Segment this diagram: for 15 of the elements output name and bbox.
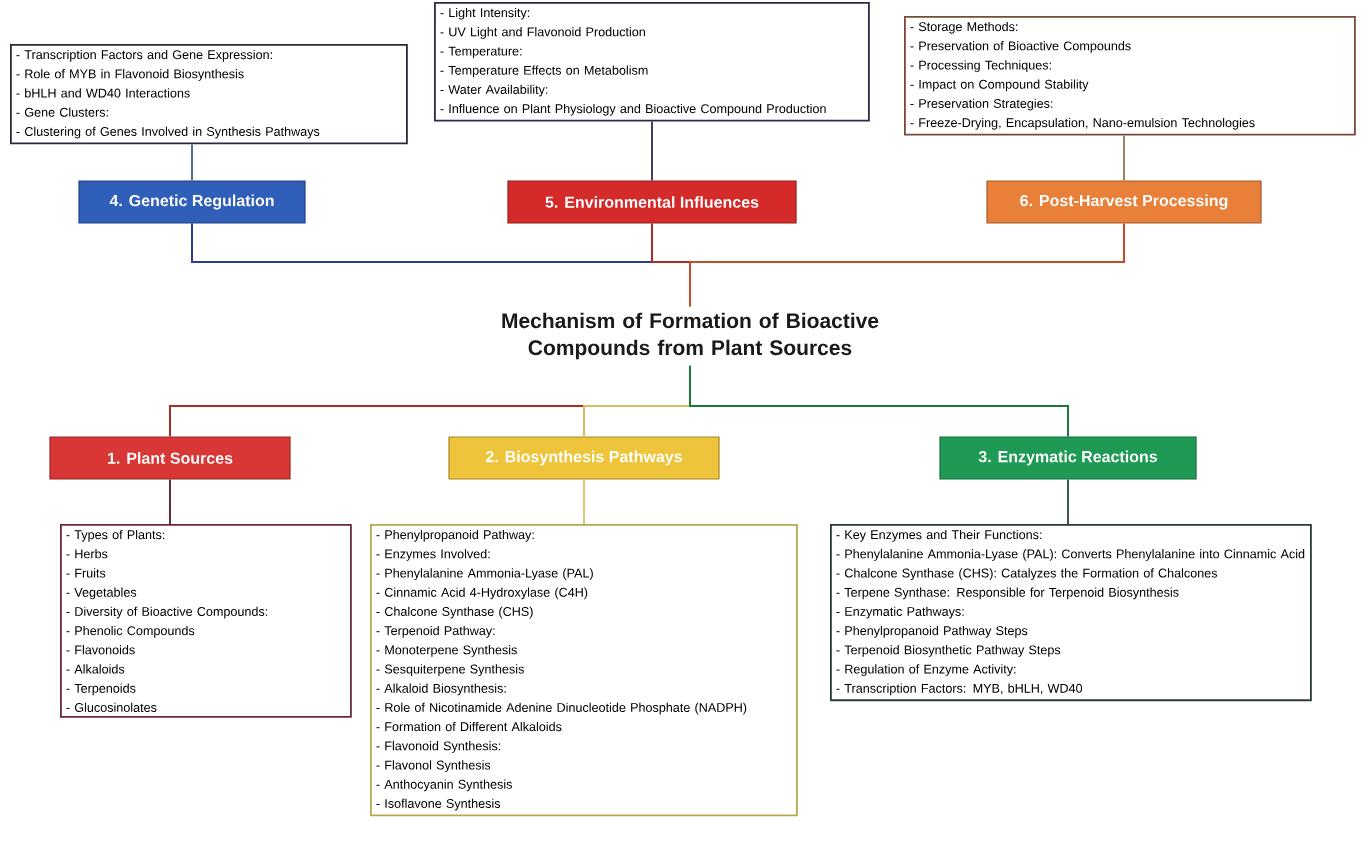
connector-line	[651, 120, 653, 182]
connector-line	[689, 364, 1069, 438]
connector-line	[583, 478, 585, 525]
heading-box: 3. Enzymatic Reactions	[939, 436, 1197, 480]
connector-line	[169, 478, 171, 525]
heading-box: 2. Biosynthesis Pathways	[448, 436, 720, 480]
heading-box: 1. Plant Sources	[49, 436, 291, 480]
connector-line	[191, 143, 193, 182]
connector-line	[689, 222, 1125, 308]
heading-box: 4. Genetic Regulation	[78, 180, 306, 224]
heading-box: 5. Environmental Influences	[507, 180, 797, 224]
heading-box: 6. Post-Harvest Processing	[986, 180, 1262, 224]
title-text: Mechanism of Formation of Bioactive Compounds from Plant Sources	[502, 312, 879, 360]
connector-line	[1123, 134, 1125, 182]
connector-line	[1067, 478, 1069, 525]
